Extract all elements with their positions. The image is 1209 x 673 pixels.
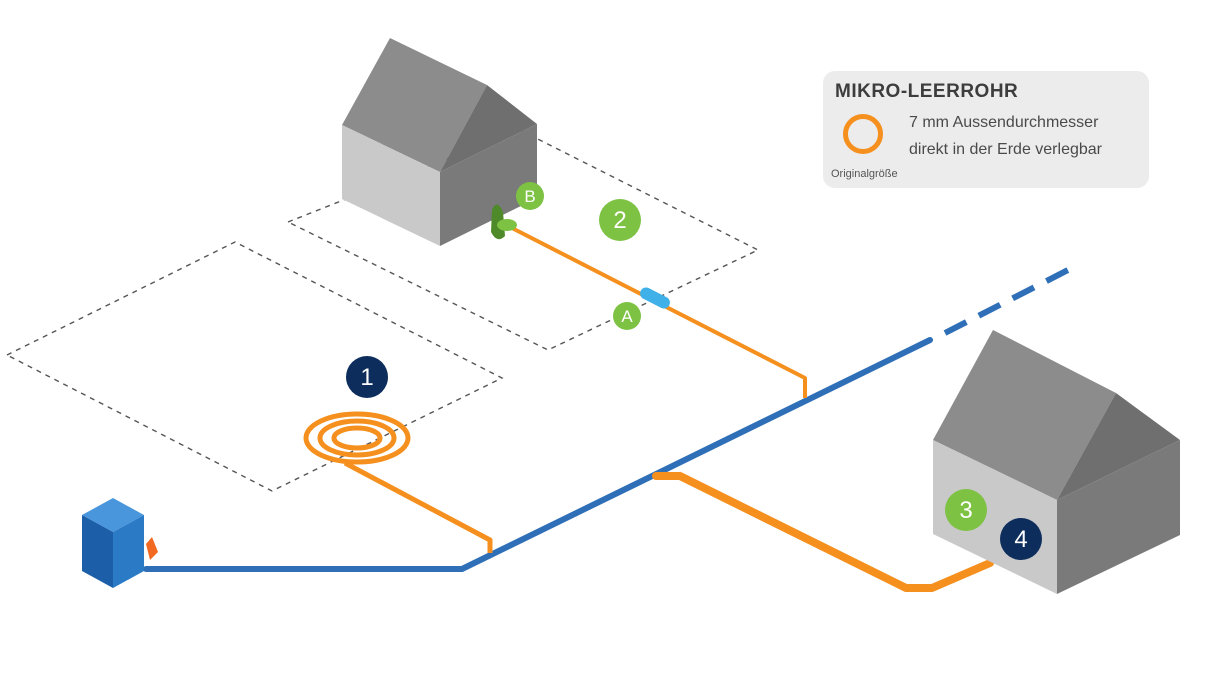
marker-b: B <box>516 182 544 210</box>
distribution-cabinet-icon <box>82 498 158 588</box>
svg-text:4: 4 <box>1014 526 1027 553</box>
connector-icon <box>640 287 670 309</box>
legend-box: MIKRO-LEERROHR 7 mm Aussendurchmesser di… <box>823 71 1149 188</box>
legend-diameter-text: 7 mm Aussendurchmesser <box>909 114 1099 131</box>
tube-house-right <box>652 472 994 592</box>
tube-coil-branch <box>343 460 493 553</box>
tube-house-top <box>509 225 807 398</box>
svg-text:A: A <box>621 307 633 326</box>
legend-title: MIKRO-LEERROHR <box>835 81 1019 102</box>
svg-text:1: 1 <box>360 364 373 391</box>
house-icon <box>933 330 1180 594</box>
house-termination-icon <box>491 204 517 240</box>
svg-text:B: B <box>524 187 535 206</box>
legend-installation-text: direkt in der Erde verlegbar <box>909 141 1102 158</box>
svg-text:3: 3 <box>959 497 972 524</box>
tube-coil-icon <box>303 411 411 465</box>
marker-4: 4 <box>1000 518 1042 560</box>
tube-ring-icon <box>843 114 883 154</box>
trunk-line <box>143 337 933 572</box>
property-lot-left <box>5 241 504 492</box>
marker-a: A <box>613 302 641 330</box>
svg-text:2: 2 <box>613 207 626 234</box>
house-icon <box>342 38 537 246</box>
marker-2: 2 <box>599 199 641 241</box>
legend-scale-note: Originalgröße <box>831 168 898 180</box>
marker-1: 1 <box>346 356 388 398</box>
trunk-line-continuation <box>943 267 1070 336</box>
marker-3: 3 <box>945 489 987 531</box>
